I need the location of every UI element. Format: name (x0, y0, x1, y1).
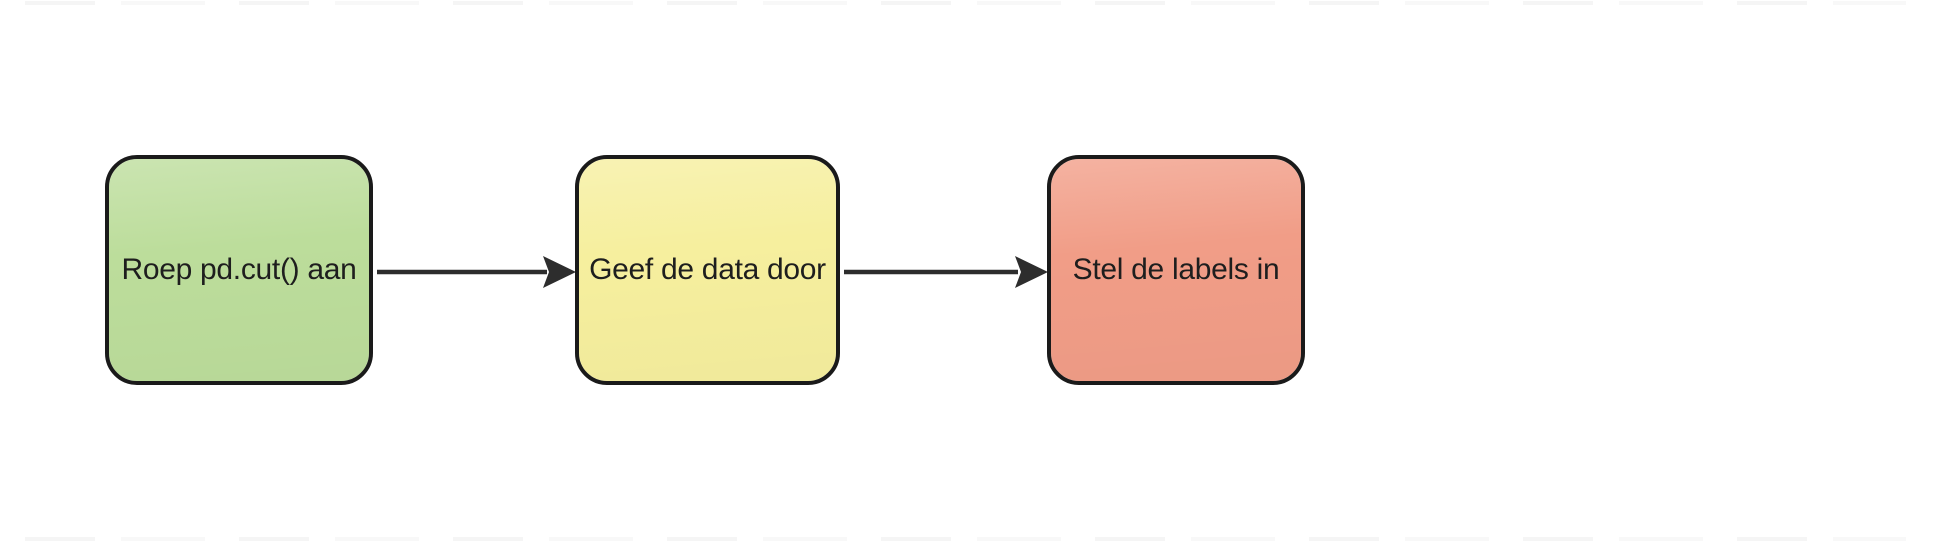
flow-node-label: Roep pd.cut() aan (121, 253, 357, 286)
arrow-step2-to-step3 (844, 256, 1048, 288)
flow-node-geef-de-data-door: Geef de data door (575, 155, 840, 385)
flow-node-stel-de-labels-in: Stel de labels in (1047, 155, 1305, 385)
flow-node-label: Geef de data door (589, 253, 826, 286)
arrow-head-icon (543, 256, 576, 288)
top-edge-artifact (25, 1, 1906, 5)
bottom-edge-artifact (25, 537, 1906, 541)
arrow-step1-to-step2 (377, 256, 576, 288)
flow-node-label: Stel de labels in (1072, 253, 1280, 286)
arrow-head-icon (1015, 256, 1048, 288)
flow-node-roep-pd-cut-aan: Roep pd.cut() aan (105, 155, 373, 385)
